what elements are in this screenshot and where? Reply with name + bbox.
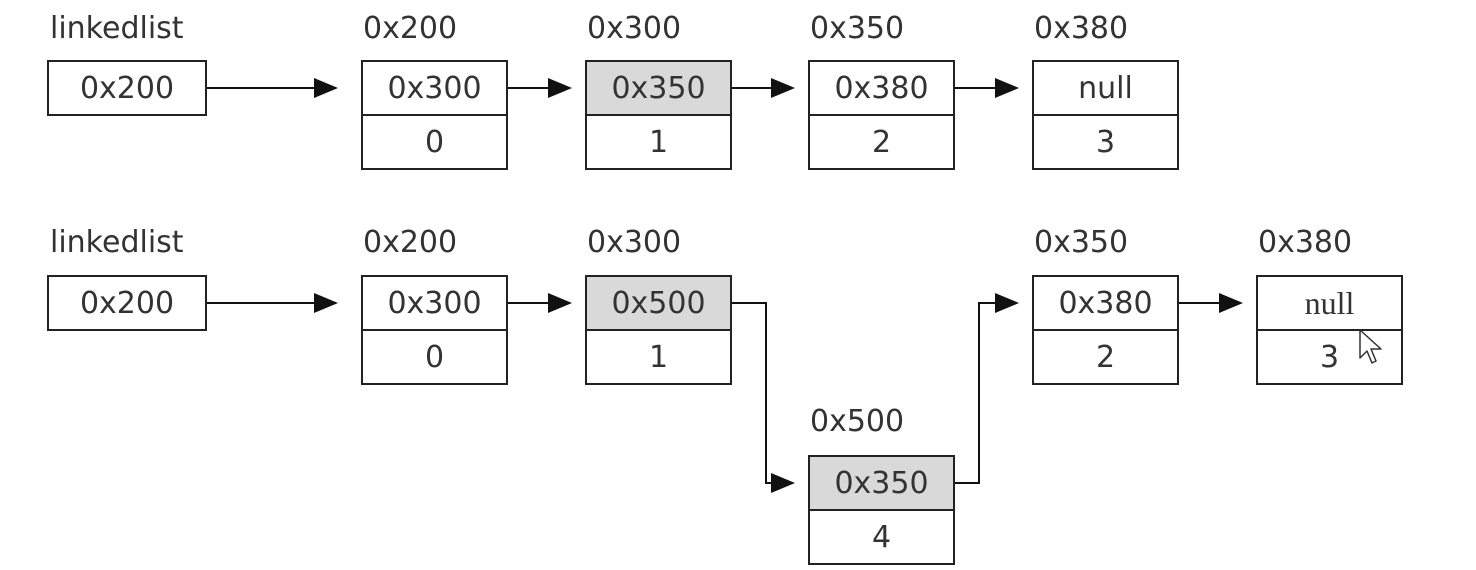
node-data: 4 [808, 509, 955, 565]
arrowhead [995, 293, 1019, 313]
node-address: 0x200 [363, 225, 458, 260]
node-address: 0x500 [810, 404, 905, 439]
node-data: 3 [1256, 329, 1403, 385]
mouse-pointer-icon [1359, 329, 1382, 364]
node-address: 0x200 [363, 11, 458, 46]
node-data: 3 [1032, 114, 1179, 170]
node-next: 0x380 [1032, 275, 1179, 331]
node-next: 0x380 [808, 60, 955, 116]
node-address: 0x300 [587, 225, 682, 260]
arrowhead [314, 78, 338, 98]
arrowhead [995, 78, 1019, 98]
arrowhead [771, 473, 795, 493]
node-next: 0x500 [585, 275, 732, 331]
node-next: null [1032, 60, 1179, 116]
node-data: 1 [585, 329, 732, 385]
node-data: 1 [585, 114, 732, 170]
head-label: linkedlist [50, 11, 184, 46]
node-next: 0x300 [361, 275, 508, 331]
node-address: 0x350 [1034, 225, 1129, 260]
node-data: 2 [1032, 329, 1179, 385]
node-address: 0x300 [587, 11, 682, 46]
node-next: 0x300 [361, 60, 508, 116]
node-data: 2 [808, 114, 955, 170]
node-data: 0 [361, 114, 508, 170]
head-label: linkedlist [50, 225, 184, 260]
head-pointer-box: 0x200 [47, 60, 207, 116]
arrowhead [548, 293, 572, 313]
node-address: 0x350 [810, 11, 905, 46]
node-data: 0 [361, 329, 508, 385]
node-address: 0x380 [1034, 11, 1129, 46]
head-pointer-box: 0x200 [47, 275, 207, 331]
node-address: 0x380 [1258, 225, 1353, 260]
arrowhead [314, 293, 338, 313]
arrowhead [548, 78, 572, 98]
pointer-arrow-to-new-node [732, 302, 784, 484]
arrowhead [771, 78, 795, 98]
arrowhead [1219, 293, 1243, 313]
pointer-arrow-from-new-node [955, 302, 1007, 484]
